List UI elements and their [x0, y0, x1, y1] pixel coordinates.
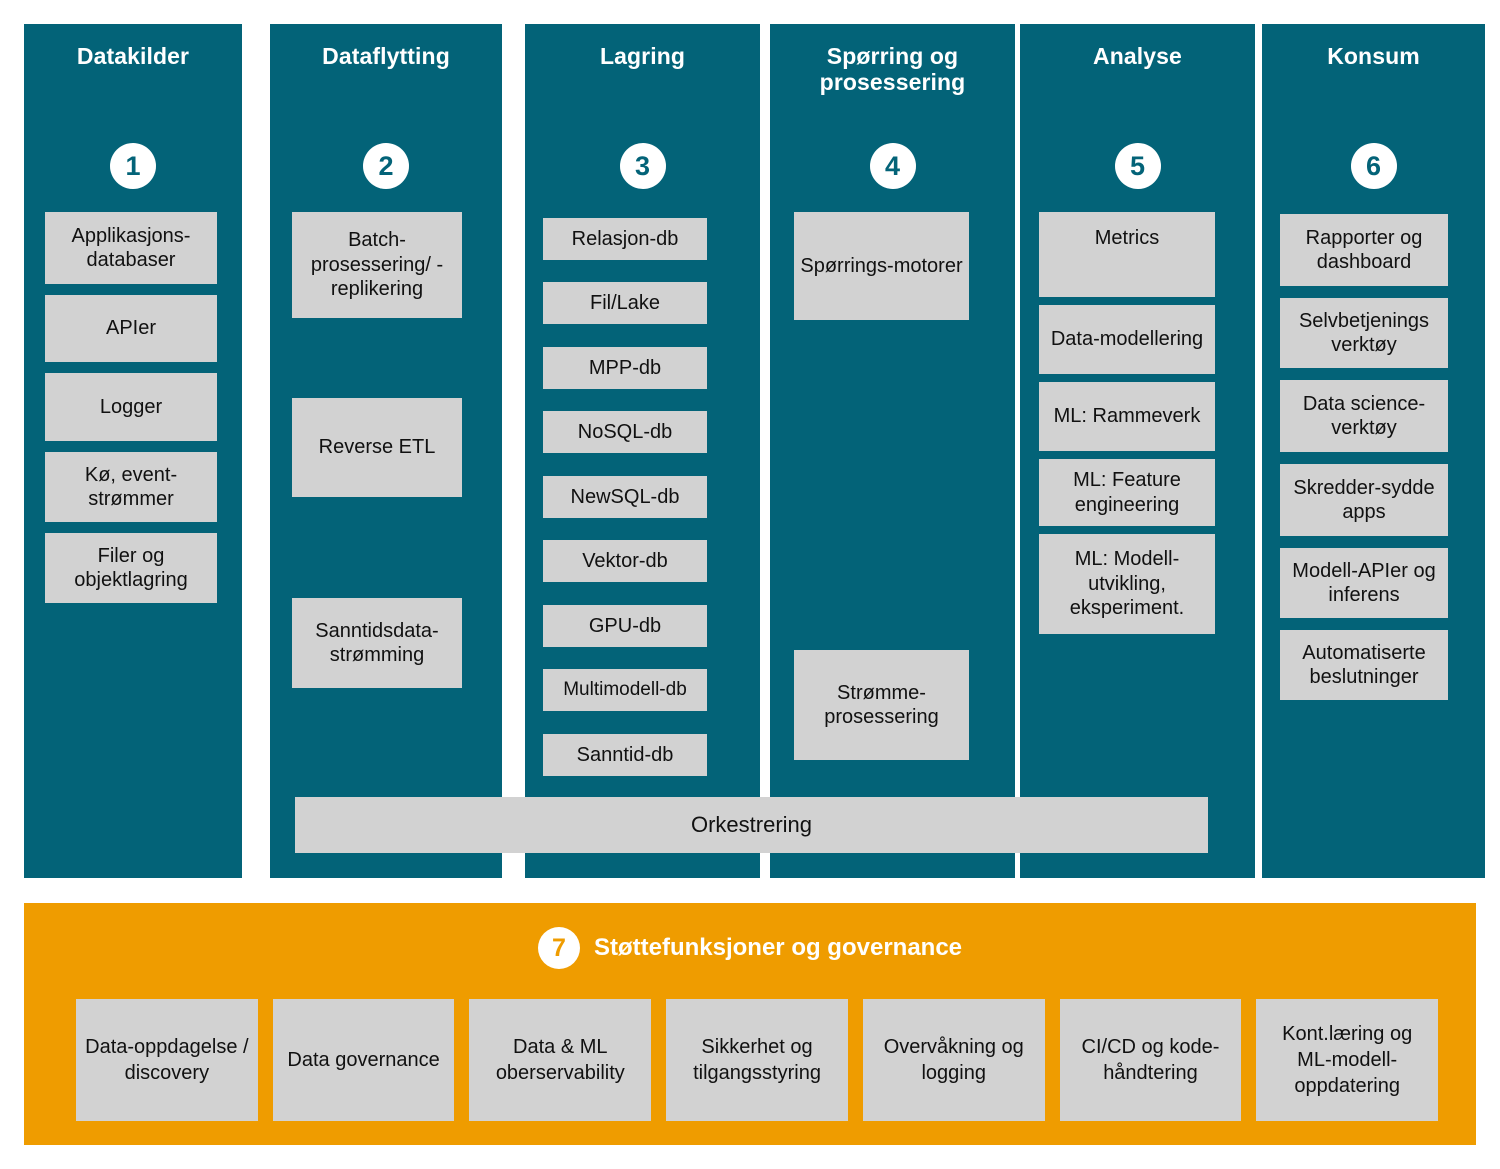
- tile-newsql-db[interactable]: NewSQL-db: [543, 476, 707, 518]
- support-tile-overvakning-logging[interactable]: Overvåkning og logging: [862, 999, 1045, 1121]
- column-number-badge-3: 3: [619, 143, 666, 189]
- support-functions-band: 7 Støttefunksjoner og governance Data-op…: [24, 903, 1476, 1145]
- tile-filer-og-objektlagring[interactable]: Filer og objektlagring: [45, 533, 217, 603]
- tile-data-modellering[interactable]: Data-modellering: [1039, 305, 1215, 374]
- pipeline-column-lagring: Lagring 3 Relasjon-db Fil/Lake MPP-db No…: [525, 24, 760, 878]
- column-title-4: Spørring og prosessering: [819, 43, 966, 96]
- tile-multimodell-db[interactable]: Multimodell-db: [543, 669, 707, 711]
- column-title-2: Dataflytting: [322, 43, 450, 69]
- column-number-badge-4: 4: [869, 143, 916, 189]
- tile-ko-event-strommer[interactable]: Kø, event-strømmer: [45, 452, 217, 522]
- pipeline-column-datakilder: Datakilder 1 Applikasjons-databaser APIe…: [24, 24, 242, 878]
- tile-vektor-db[interactable]: Vektor-db: [543, 540, 707, 582]
- pipeline-column-konsum: Konsum 6 Rapporter og dashboard Selvbetj…: [1262, 24, 1485, 878]
- tile-ml-modellutvikling[interactable]: ML: Modell-utvikling, eksperiment.: [1039, 534, 1215, 634]
- tile-data-science-verktoy[interactable]: Data science-verktøy: [1280, 380, 1448, 452]
- column-title-3: Lagring: [599, 43, 686, 69]
- tile-ml-rammeverk[interactable]: ML: Rammeverk: [1039, 382, 1215, 451]
- tile-fil-lake[interactable]: Fil/Lake: [543, 282, 707, 324]
- support-tile-sikkerhet-tilgangsstyring[interactable]: Sikkerhet og tilgangsstyring: [666, 999, 848, 1121]
- column-number-badge-5: 5: [1114, 143, 1161, 189]
- tile-nosql-db[interactable]: NoSQL-db: [543, 411, 707, 453]
- pipeline-column-dataflytting: Dataflytting 2 Batch-prosessering/ -repl…: [270, 24, 502, 878]
- tile-logger[interactable]: Logger: [45, 373, 217, 441]
- tile-sanntidsdata-stromming[interactable]: Sanntidsdata-strømming: [292, 598, 462, 688]
- tile-modell-apier-og-inferens[interactable]: Modell-APIer og inferens: [1280, 548, 1448, 618]
- column-number-badge-2: 2: [363, 143, 409, 189]
- tile-sanntid-db[interactable]: Sanntid-db: [543, 734, 707, 776]
- pipeline-column-analyse: Analyse 5 Metrics Data-modellering ML: R…: [1020, 24, 1255, 878]
- tile-automatiserte-beslutninger[interactable]: Automatiserte beslutninger: [1280, 630, 1448, 700]
- support-number-badge-7: 7: [537, 927, 580, 969]
- tile-metrics[interactable]: Metrics: [1039, 212, 1215, 297]
- tile-mpp-db[interactable]: MPP-db: [543, 347, 707, 389]
- column-title-5: Analyse: [1093, 43, 1182, 69]
- orchestration-label: Orkestrering: [690, 812, 813, 837]
- tile-batch-prosessering[interactable]: Batch-prosessering/ -replikering: [292, 212, 462, 318]
- orchestration-bar[interactable]: Orkestrering: [295, 797, 1208, 853]
- support-tile-data-governance[interactable]: Data governance: [272, 999, 455, 1121]
- support-title: Støttefunksjoner og governance: [593, 934, 963, 961]
- pipeline-column-sporring-og-prosessering: Spørring og prosessering 4 Spørrings-mot…: [770, 24, 1015, 878]
- tile-sporringsmotorer[interactable]: Spørrings-motorer: [794, 212, 969, 320]
- tile-reverse-etl[interactable]: Reverse ETL: [292, 398, 462, 497]
- column-number-badge-6: 6: [1350, 143, 1397, 189]
- column-number-badge-1: 1: [110, 143, 156, 189]
- support-tile-cicd-kodehandtering[interactable]: CI/CD og kode-håndtering: [1059, 999, 1242, 1121]
- tile-ml-feature-engineering[interactable]: ML: Feature engineering: [1039, 459, 1215, 526]
- support-tile-data-oppdagelse[interactable]: Data-oppdagelse / discovery: [76, 999, 258, 1121]
- support-items: Data-oppdagelse / discovery Data governa…: [76, 999, 1439, 1121]
- tile-apier[interactable]: APIer: [45, 295, 217, 362]
- column-title-1: Datakilder: [76, 43, 190, 69]
- support-title-row: 7 Støttefunksjoner og governance: [24, 927, 1476, 969]
- support-tile-data-ml-observability[interactable]: Data & ML oberservability: [469, 999, 652, 1121]
- tile-stromme-prosessering[interactable]: Strømme-prosessering: [794, 650, 969, 760]
- support-tile-kont-laering-ml-modell[interactable]: Kont.læring og ML-modell-oppdatering: [1256, 999, 1439, 1121]
- tile-rapporter-og-dashboard[interactable]: Rapporter og dashboard: [1280, 214, 1448, 286]
- tile-skreddersydde-apps[interactable]: Skredder-sydde apps: [1280, 464, 1448, 536]
- tile-gpu-db[interactable]: GPU-db: [543, 605, 707, 647]
- column-title-6: Konsum: [1327, 43, 1420, 69]
- tile-applikasjonsdatabaser[interactable]: Applikasjons-databaser: [45, 212, 217, 284]
- tile-selvbetjeningsverktoy[interactable]: Selvbetjenings verktøy: [1280, 298, 1448, 368]
- tile-relasjon-db[interactable]: Relasjon-db: [543, 218, 707, 260]
